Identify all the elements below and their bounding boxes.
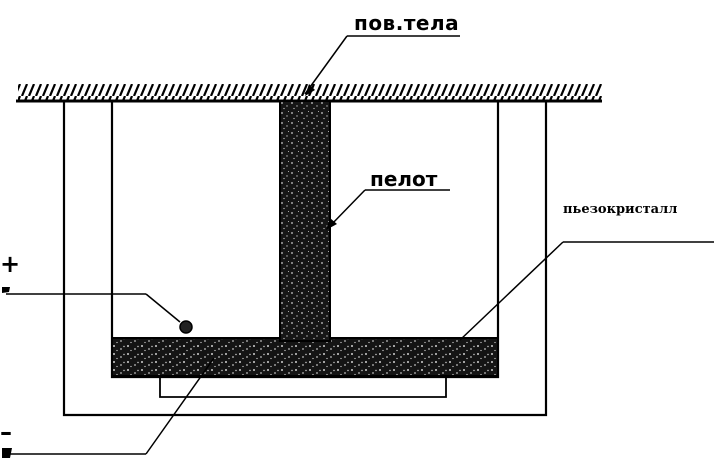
piezo-plate xyxy=(111,337,499,377)
label-piezo: пьезокристалл xyxy=(563,202,677,217)
electrode-contact xyxy=(179,320,193,334)
minus-wire xyxy=(2,357,215,458)
bottom-support xyxy=(159,377,447,398)
label-pelot: пелот xyxy=(370,167,438,191)
pelot-rod xyxy=(279,100,331,342)
plus-wire xyxy=(2,287,181,323)
label-body-surface: пов.тела xyxy=(354,11,459,35)
label-minus: – xyxy=(0,418,12,446)
label-plus: + xyxy=(0,250,20,278)
label-leaders xyxy=(304,35,714,341)
